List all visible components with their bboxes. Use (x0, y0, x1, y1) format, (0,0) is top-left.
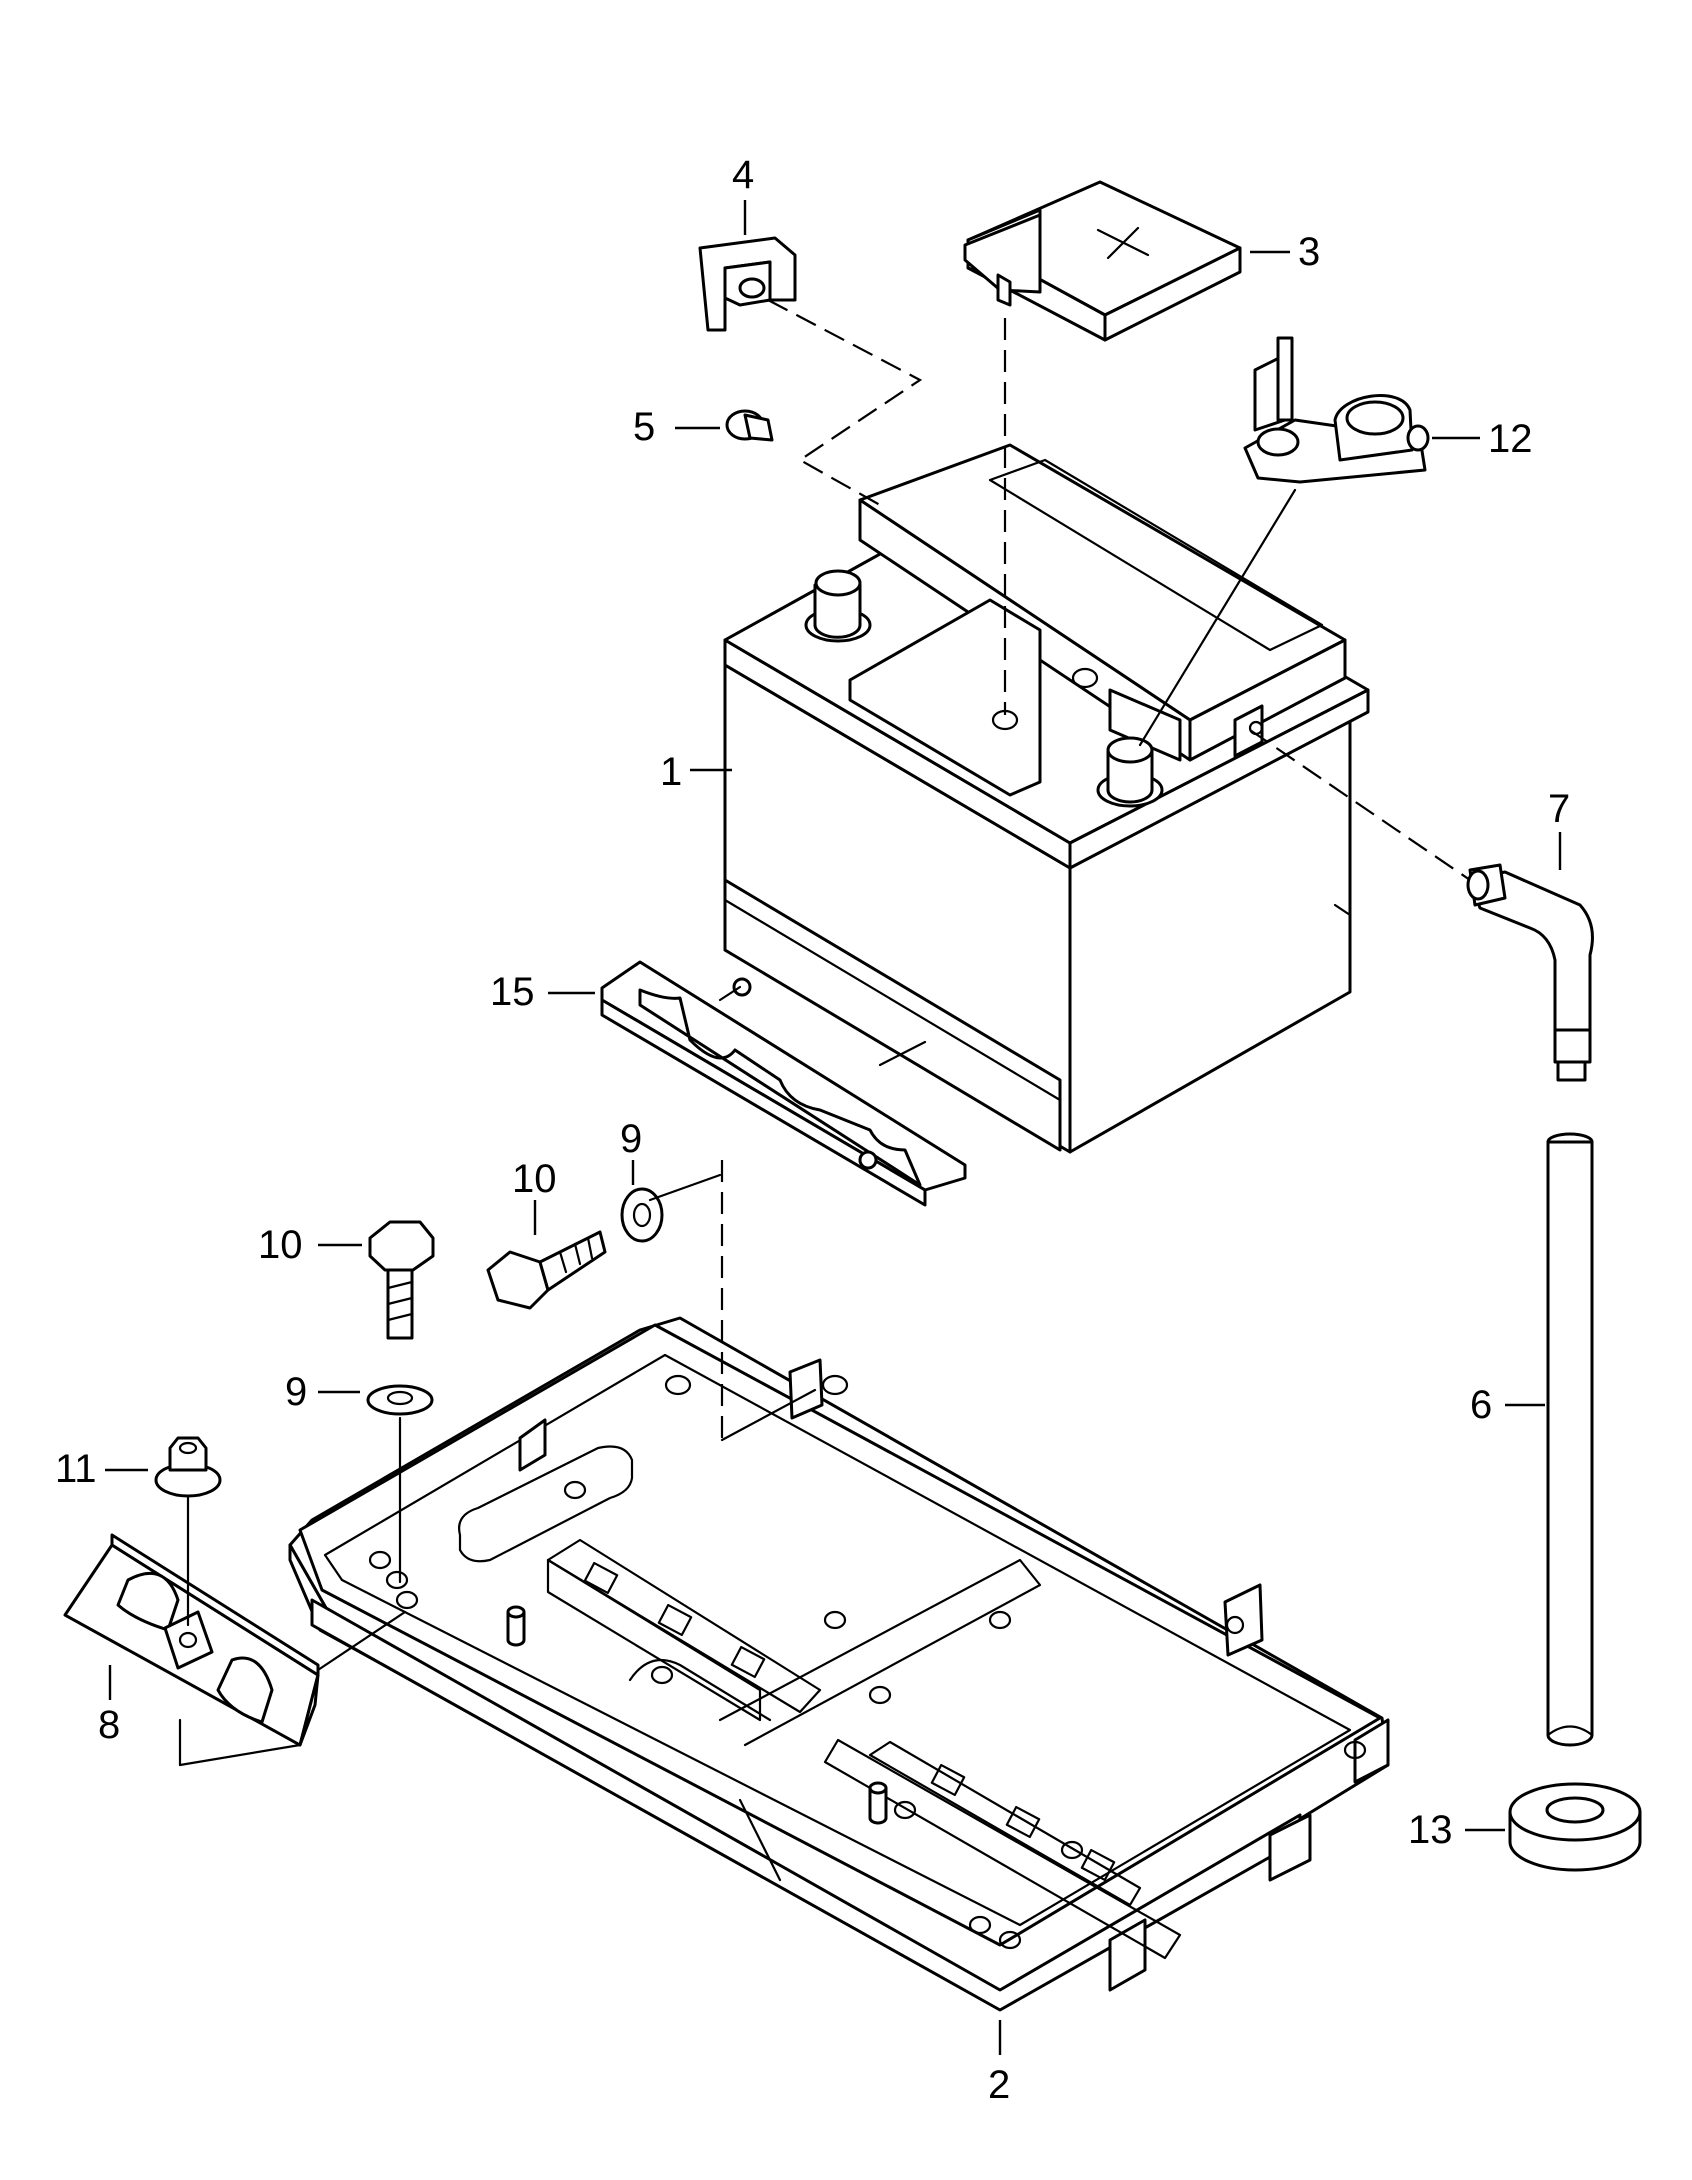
label-9-upper: 9 (620, 1117, 642, 1161)
part-10-bolt-vertical (318, 1220, 435, 1340)
part-2-battery-tray (288, 1316, 1390, 2055)
part-4-clip (698, 200, 797, 332)
label-3: 3 (1298, 230, 1320, 274)
label-10-vertical: 10 (258, 1223, 303, 1267)
label-12: 12 (1488, 417, 1533, 461)
part-13-grommet (1465, 1782, 1642, 1872)
label-9-lower: 9 (285, 1370, 307, 1414)
label-1: 1 (660, 750, 682, 794)
part-6-tube (1505, 1132, 1594, 1747)
part-8-bracket (63, 1533, 320, 1767)
label-13: 13 (1408, 1808, 1453, 1852)
part-1-battery (690, 443, 1370, 1154)
label-15: 15 (490, 970, 535, 1014)
label-2: 2 (988, 2063, 1010, 2107)
assembly-lines (186, 299, 1471, 1672)
label-6: 6 (1470, 1383, 1492, 1427)
part-15-hold-down (548, 960, 967, 1207)
label-4: 4 (732, 153, 754, 197)
part-9-washer-upper (620, 1160, 664, 1243)
label-10-angled: 10 (512, 1157, 557, 1201)
part-7-elbow (1466, 832, 1594, 1082)
part-3-terminal-cover (963, 180, 1290, 342)
part-labels: 4 3 5 12 1 7 15 9 10 10 9 6 11 8 13 2 (55, 153, 1570, 2107)
label-8: 8 (98, 1703, 120, 1747)
part-12-terminal-clamp (1243, 336, 1480, 484)
part-9-washer-lower (318, 1384, 434, 1416)
label-7: 7 (1548, 787, 1570, 831)
part-11-nut (105, 1436, 222, 1498)
part-5-screw (675, 409, 774, 442)
label-11: 11 (55, 1447, 97, 1491)
label-5: 5 (633, 405, 655, 449)
part-10-bolt-angled (486, 1200, 607, 1310)
